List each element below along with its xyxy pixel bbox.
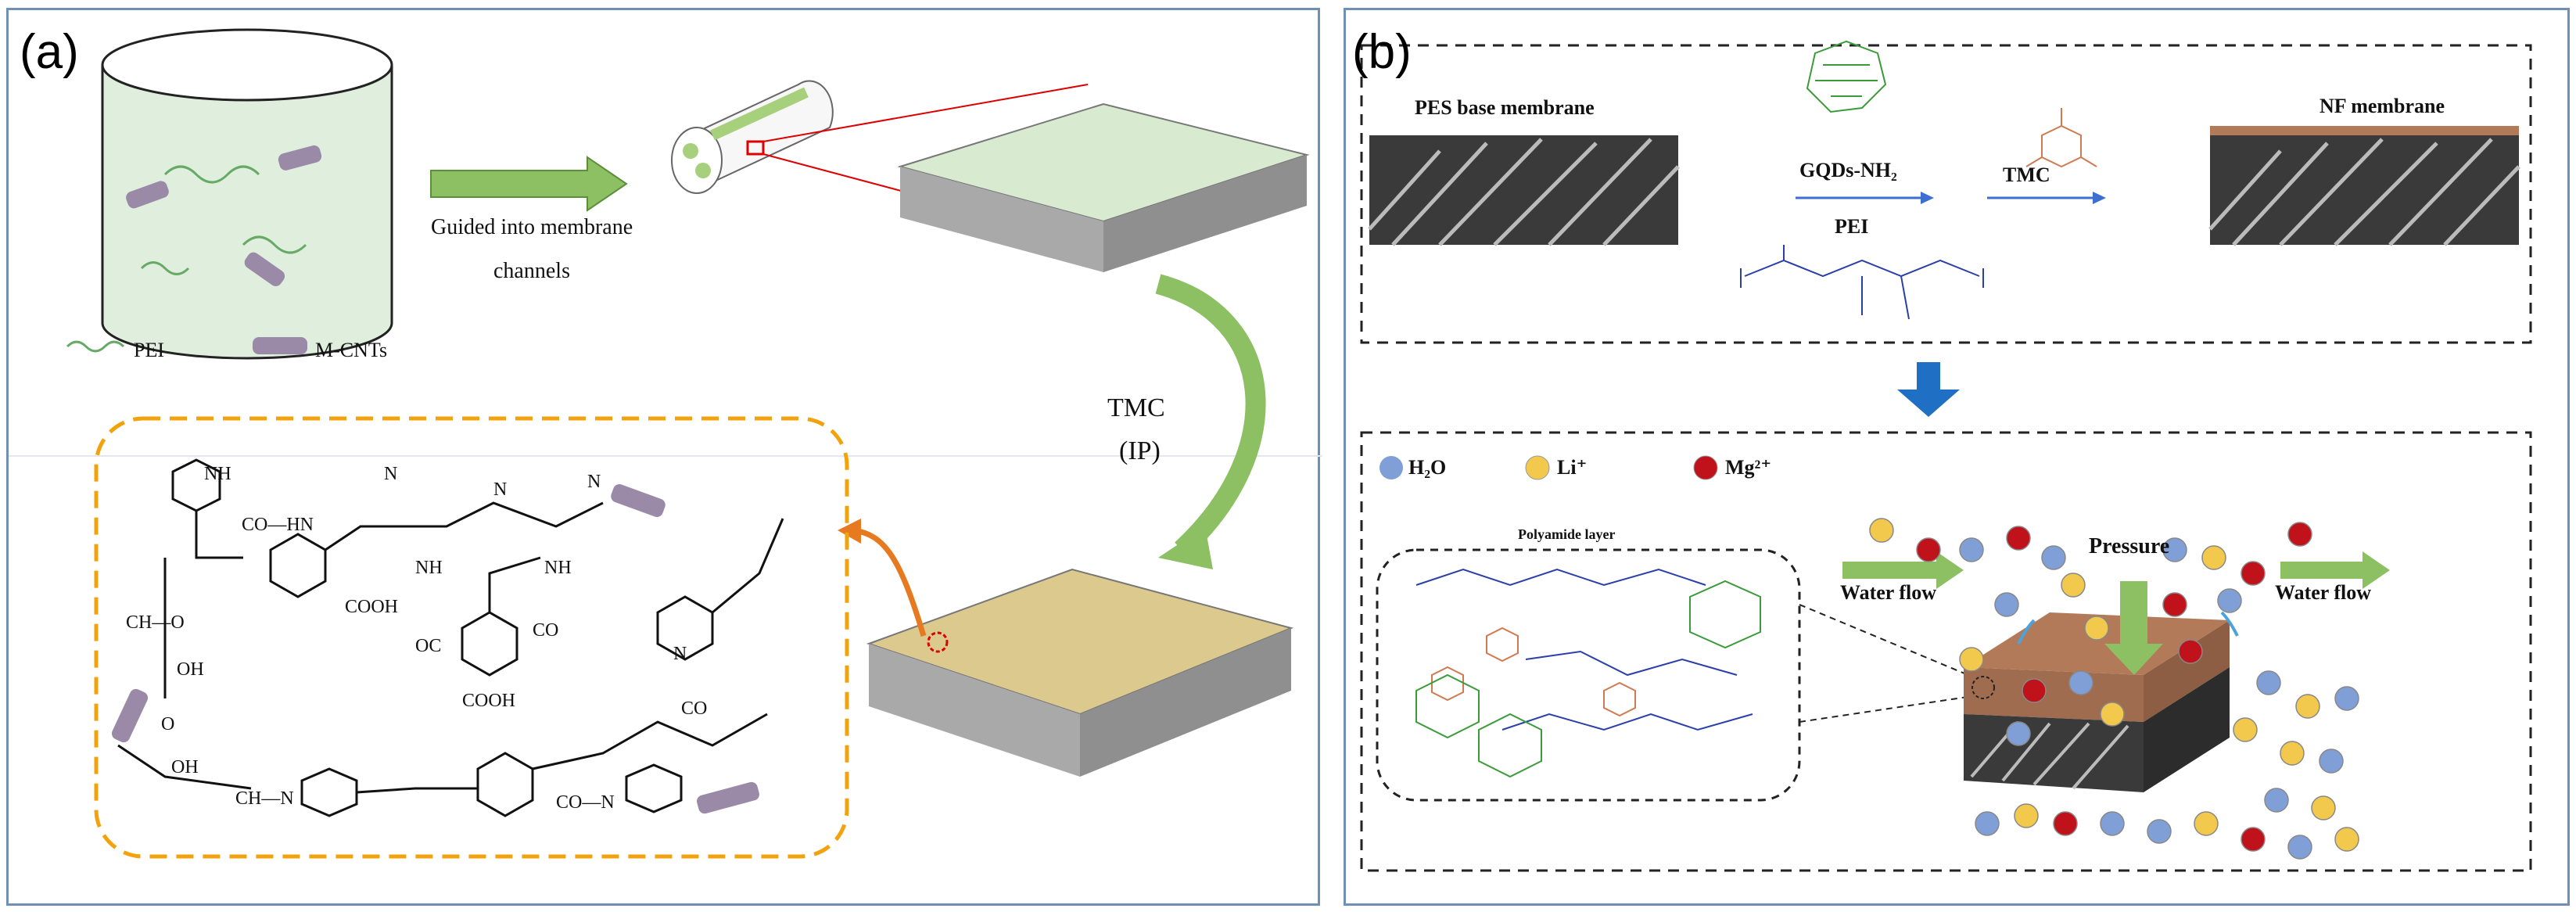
pes-sem-image [1368, 135, 1680, 246]
panel-a-graphics [9, 28, 1322, 859]
chem-n4: N [673, 644, 687, 664]
chem-co-2: CO [681, 698, 708, 719]
chem-o: O [161, 714, 175, 734]
mg-legend-label: Mg²⁺ [1725, 456, 1772, 479]
curved-green-arrow [1155, 274, 1266, 558]
pei-structure [1740, 245, 1984, 320]
mg-legend-icon [1693, 455, 1718, 480]
chem-co-hn: CO—HN [242, 515, 314, 535]
tmc-label-b: TMC [2003, 163, 2050, 186]
cnt-icon-1 [611, 484, 666, 517]
water-flow-left-label: Water flow [1840, 581, 1936, 604]
chem-oc: OC [415, 636, 442, 656]
panel-b-graphics [1360, 40, 2532, 872]
panel-b-label: (b) [1352, 25, 1412, 79]
panel-a-label: (a) [20, 25, 79, 79]
chem-cooh-1: COOH [345, 597, 399, 617]
water-flow-arrow-left [1842, 551, 1964, 589]
ion-particles [1869, 518, 2359, 860]
ip-label: (IP) [1119, 436, 1161, 465]
panel-b: (b) PES base membrane GQDs-NH₂ PEI TMC N… [1344, 8, 2570, 906]
cnt-icon-2 [111, 688, 149, 743]
chemical-structure-box [94, 416, 849, 859]
pei-label: PEI [1835, 215, 1869, 238]
polyamide-label: Polyamide layer [1518, 526, 1616, 542]
panel-a: (a) Guided into membrane channels PEI M-… [6, 8, 1322, 906]
orange-curved-arrow [852, 527, 927, 637]
chem-co-n: CO—N [556, 792, 615, 813]
chem-cooh-2: COOH [462, 691, 516, 711]
polyamide-box [1376, 548, 1801, 802]
h2o-legend-label: H₂O [1408, 456, 1447, 479]
pes-label: PES base membrane [1415, 96, 1595, 119]
polyamide-structure [1415, 568, 1761, 778]
chem-nh-2: NH [544, 558, 572, 578]
h2o-legend-icon [1379, 456, 1403, 479]
chem-ch-o: CH—O [126, 612, 185, 633]
legend-pei-label: PEI [134, 339, 164, 361]
tmc-label: TMC [1107, 393, 1165, 422]
mcnt-legend-icon [253, 337, 307, 354]
guided-text-line1: Guided into membrane [431, 215, 633, 239]
pei-mcnt-cylinder [101, 28, 393, 360]
chem-n2: N [493, 479, 508, 500]
blue-down-arrow [1897, 362, 1960, 417]
guided-text-line2: channels [493, 259, 570, 283]
water-flow-right-label: Water flow [2275, 581, 2371, 604]
nf-sem-image [2208, 126, 2520, 246]
chem-nh-1: NH [415, 558, 443, 578]
cnt-icon-3 [697, 781, 759, 814]
nf-label: NF membrane [2319, 95, 2445, 117]
chem-oh-2: OH [171, 757, 199, 777]
pei-legend-icon [66, 340, 125, 353]
yellow-membrane-block [866, 568, 1294, 777]
chem-rings [117, 458, 784, 817]
li-legend-icon [1525, 455, 1550, 480]
separation-box [1360, 431, 2532, 872]
pressure-arrow [2104, 581, 2163, 675]
tmc-structure [2025, 108, 2097, 168]
li-legend-label: Li⁺ [1557, 456, 1588, 479]
legend-mcnt-label: M-CNTs [315, 339, 388, 361]
chem-nh-top: NH [204, 464, 231, 484]
chem-oh-1: OH [177, 659, 204, 680]
fabrication-box [1360, 44, 2532, 344]
green-right-arrow [430, 156, 628, 212]
gqd-structure [1806, 40, 1887, 113]
chem-n1: N [384, 464, 398, 484]
pressure-label: Pressure [2089, 534, 2170, 558]
gqds-label: GQDs-NH₂ [1799, 159, 1897, 181]
chem-co: CO [533, 620, 559, 641]
water-flow-arrow-right [2280, 551, 2390, 589]
chem-ch-n: CH—N [235, 788, 294, 809]
chem-n3: N [587, 472, 601, 492]
green-membrane-block [897, 102, 1310, 272]
